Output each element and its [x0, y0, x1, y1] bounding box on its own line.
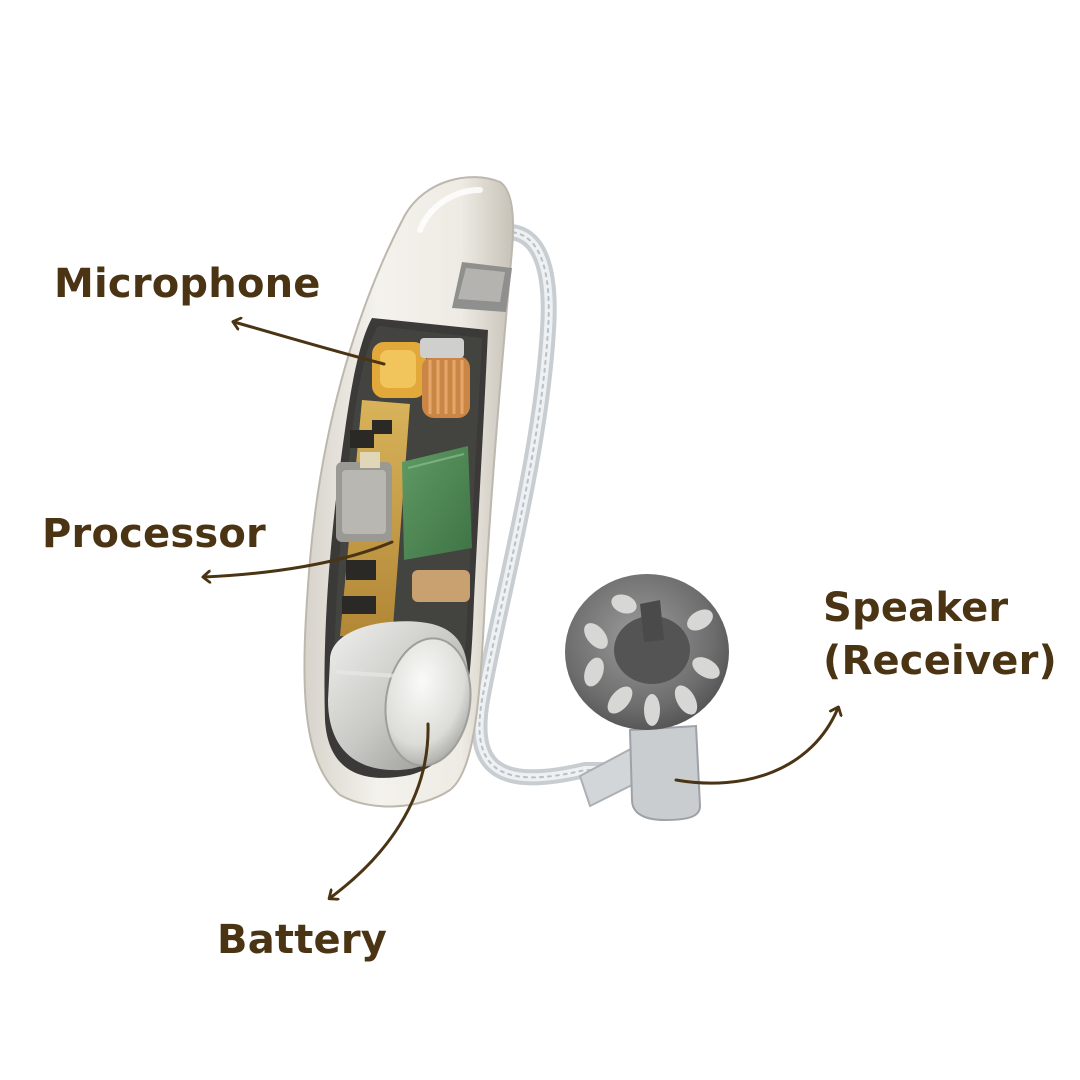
- battery-component: [328, 621, 472, 771]
- processor-chip: [402, 446, 472, 602]
- microphone-arrow: [234, 322, 386, 366]
- processor-label: Processor: [42, 511, 266, 557]
- speaker-label-line2: (Receiver): [823, 637, 1057, 684]
- speaker-receiver-label: Speaker (Receiver): [823, 582, 1057, 688]
- circuit-board: [336, 400, 410, 640]
- annotation-arrows: [204, 322, 838, 898]
- sound-tube: [471, 224, 618, 786]
- microphone-component: [372, 338, 470, 418]
- processor-arrow: [204, 540, 394, 577]
- speaker-arrow: [674, 708, 838, 785]
- battery-label: Battery: [217, 917, 388, 963]
- microphone-label: Microphone: [54, 261, 321, 307]
- speaker-label-line1: Speaker: [823, 585, 1009, 631]
- battery-arrow: [330, 722, 430, 898]
- speaker-receiver: [565, 574, 729, 822]
